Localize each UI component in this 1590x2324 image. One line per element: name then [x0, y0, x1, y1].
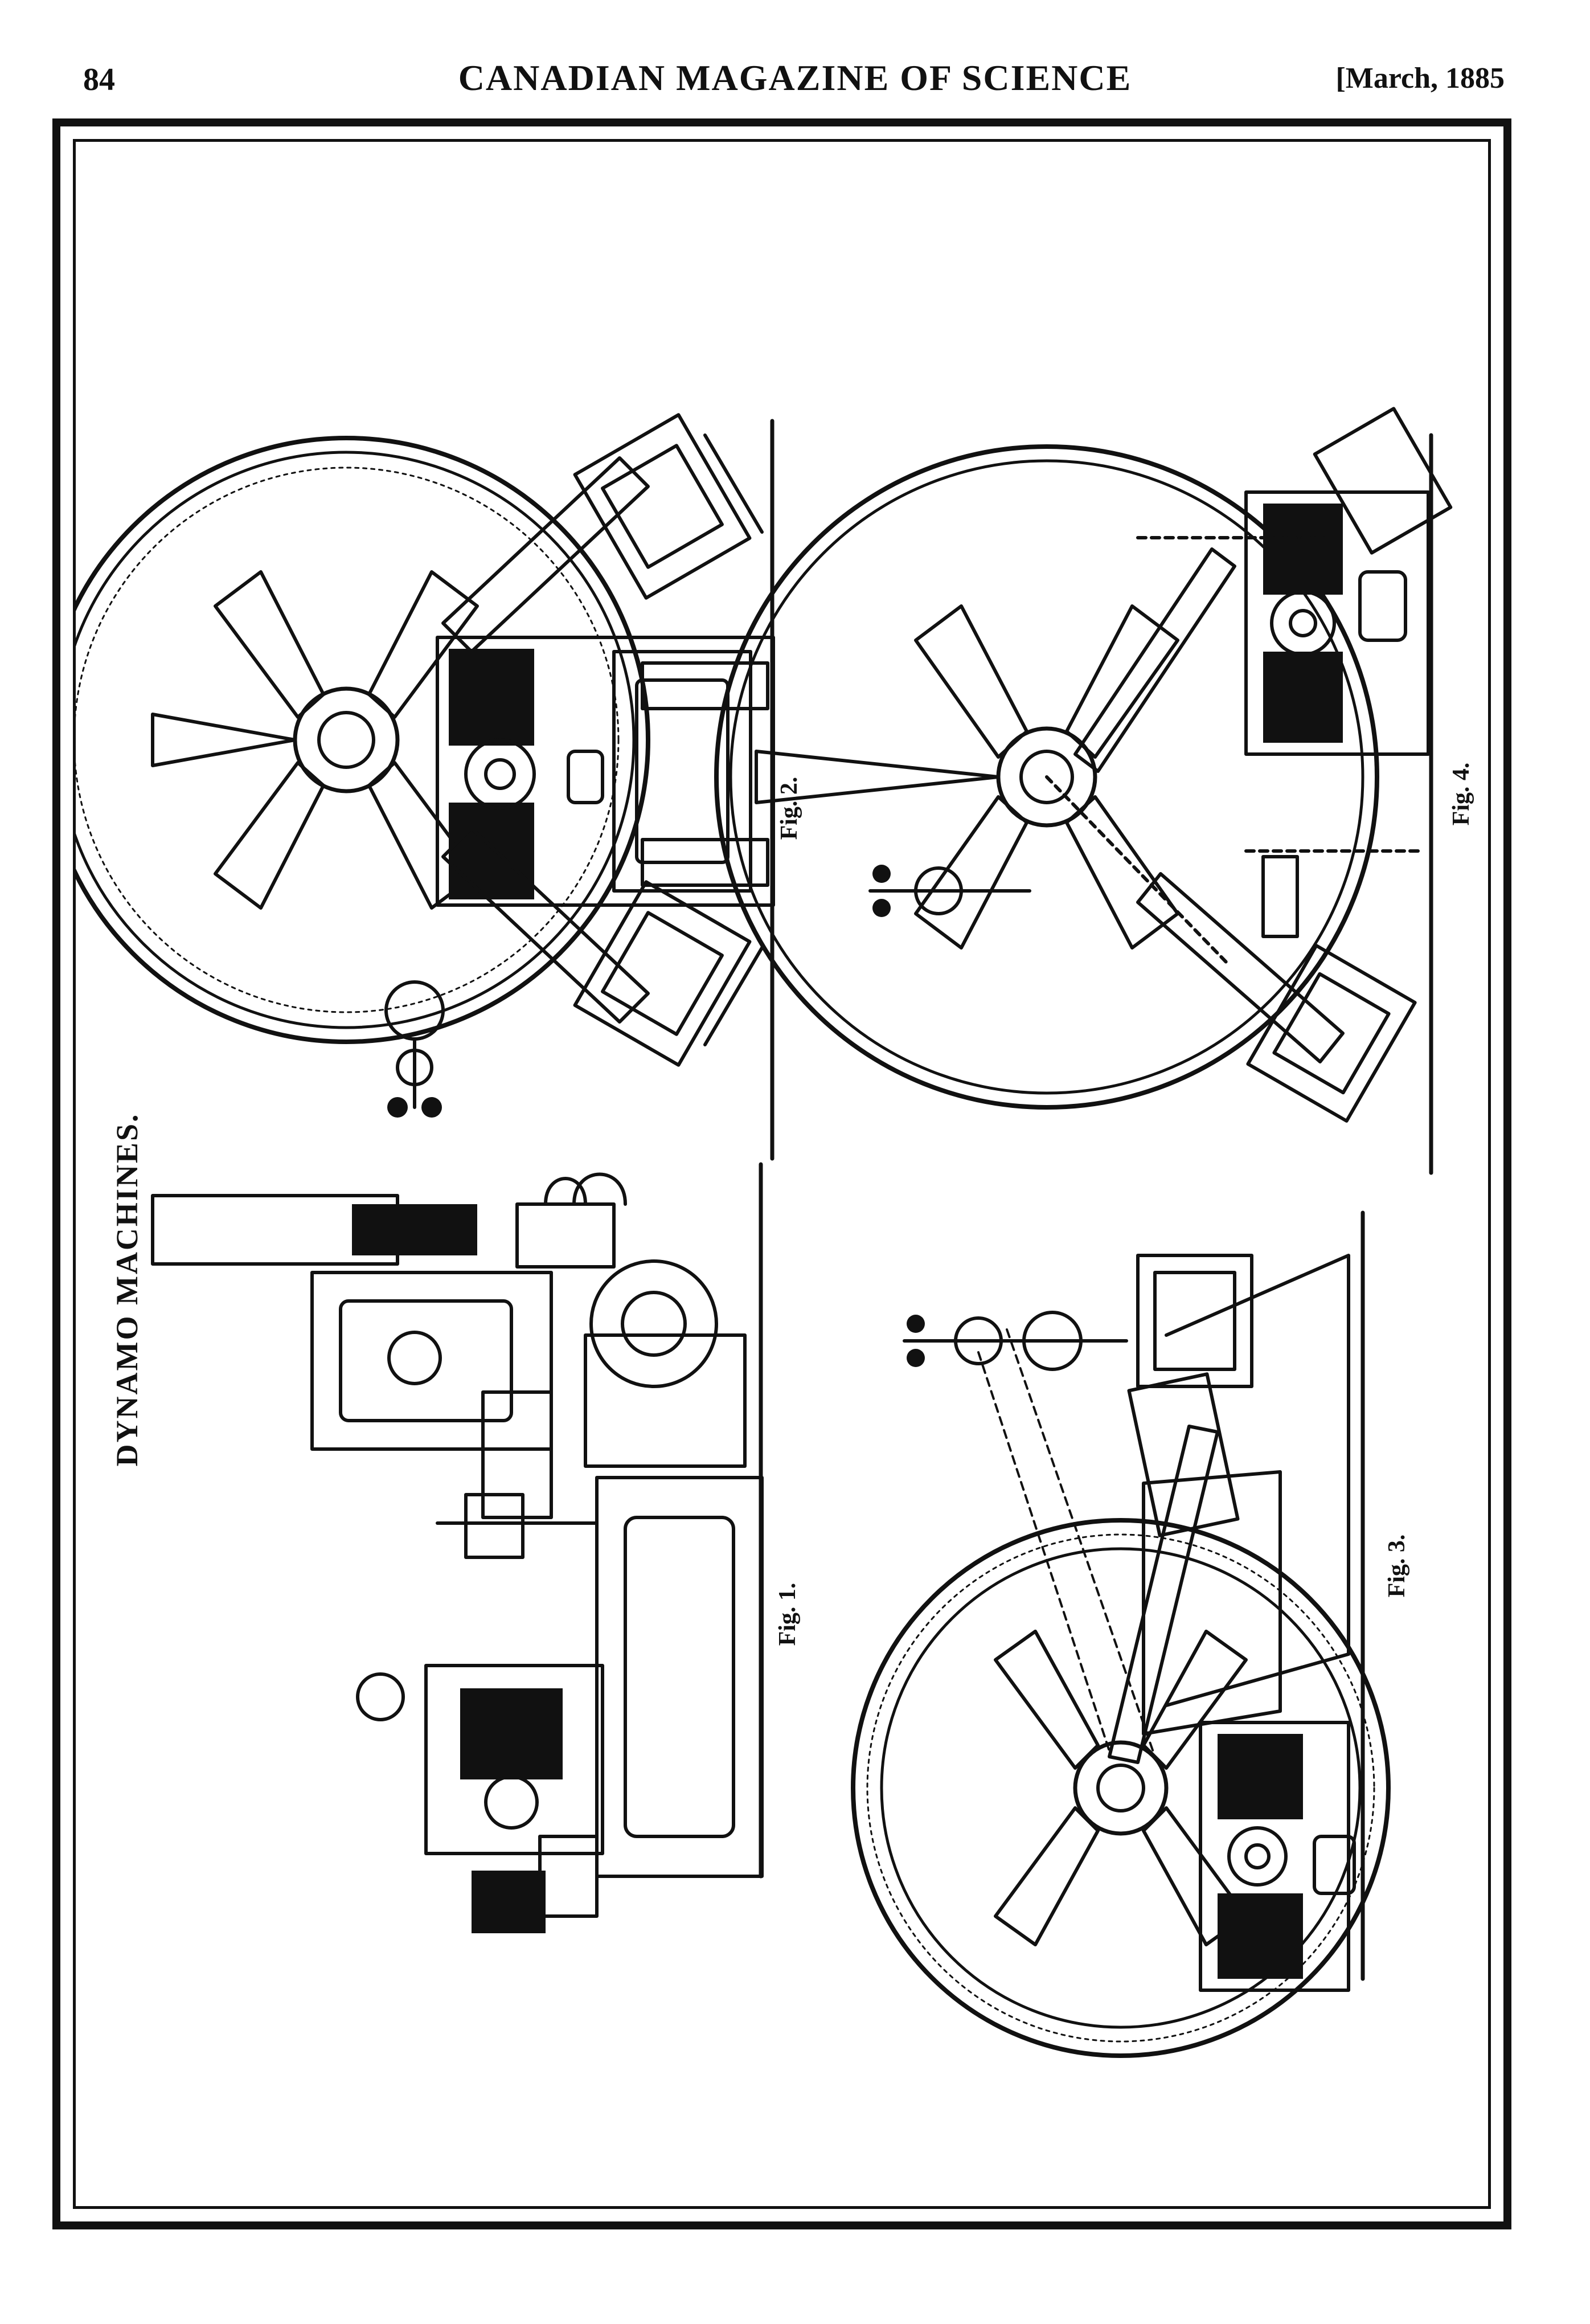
fig-2-engine-drawing	[73, 413, 775, 1161]
page-number: 84	[83, 62, 115, 97]
journal-title: CANADIAN MAGAZINE OF SCIENCE	[458, 58, 1132, 98]
page-header: 84 CANADIAN MAGAZINE OF SCIENCE [March, …	[0, 57, 1590, 108]
fig-4-engine-drawing	[714, 407, 1453, 1175]
plate-frame-outer	[52, 118, 1511, 2229]
engravings-svg	[73, 407, 1453, 2058]
engraving-plate: DYNAMO MACHINES. Fig. 1. Fig. 2. Fig. 3.…	[73, 139, 1491, 2209]
issue-date: [March, 1885	[1335, 62, 1505, 95]
plate-frame-inner	[73, 139, 1491, 2209]
fig-3-engine-drawing	[851, 1210, 1391, 2058]
fig-1-engine-drawing	[151, 1162, 764, 1933]
